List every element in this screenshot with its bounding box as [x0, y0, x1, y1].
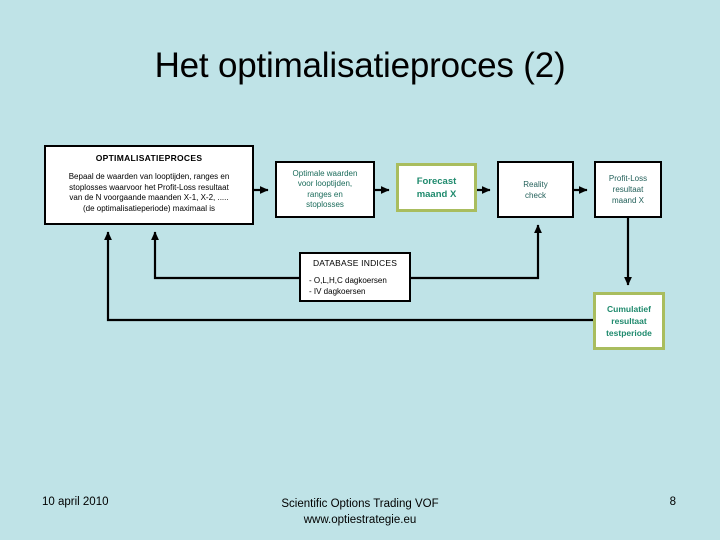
node-cumulatief-line-3: testperiode	[606, 328, 652, 338]
node-profit-loss-line-2: resultaat	[612, 185, 644, 194]
node-database-line-1: - O,L,H,C dagkoersen	[309, 276, 387, 285]
node-optimalisatieproces-line-4: (de optimalisatieperiode) maximaal is	[82, 203, 216, 213]
node-forecast[interactable]: Forecast maand X	[396, 163, 477, 212]
node-optimale-waarden-line-4: stoplosses	[306, 200, 344, 209]
node-database-line-2: - IV dagkoersen	[309, 286, 366, 296]
node-cumulatief-line-2: resultaat	[611, 316, 647, 326]
node-optimalisatieproces-header: OPTIMALISATIEPROCES	[95, 153, 203, 163]
footer-website: www.optiestrategie.eu	[303, 514, 417, 526]
node-optimalisatieproces-body: Bepaal de waarden van looptijden, ranges…	[69, 172, 230, 214]
node-reality-check-line-2: check	[525, 190, 546, 200]
node-forecast-line-1: Forecast	[416, 175, 457, 187]
node-cumulatief-line-1: Cumulatief	[607, 304, 651, 314]
footer-center: Scientific Options Trading VOF www.optie…	[0, 496, 720, 528]
node-database-header: DATABASE INDICES	[312, 258, 398, 268]
node-reality-check[interactable]: Reality check	[497, 161, 574, 218]
node-database-indices[interactable]: DATABASE INDICES - O,L,H,C dagkoersen - …	[299, 252, 411, 302]
node-optimalisatieproces-line-2: stoplosses waarvoor het Profit-Loss resu…	[69, 182, 229, 192]
diagram-connectors	[104, 186, 632, 322]
slide-footer: 10 april 2010 Scientific Options Trading…	[0, 492, 720, 540]
page-title: Het optimalisatieproces (2)	[154, 46, 566, 85]
node-optimalisatieproces-line-1: Bepaal de waarden van looptijden, ranges…	[68, 172, 230, 181]
node-optimale-waarden-line-2: voor looptijden,	[297, 179, 353, 188]
optimisation-process-diagram: OPTIMALISATIEPROCES Bepaal de waarden va…	[44, 145, 665, 350]
node-optimale-waarden-line-3: ranges en	[307, 189, 343, 199]
node-database-body: - O,L,H,C dagkoersen - IV dagkoersen	[301, 276, 387, 297]
node-forecast-line-2: maand X	[416, 188, 457, 200]
node-profit-loss-line-1: Profit-Loss	[608, 174, 648, 183]
node-optimalisatieproces[interactable]: OPTIMALISATIEPROCES Bepaal de waarden va…	[44, 145, 254, 225]
node-cumulatief-resultaat[interactable]: Cumulatief resultaat testperiode	[593, 292, 665, 350]
node-profit-loss-line-3: maand X	[611, 196, 645, 205]
node-optimale-waarden-line-1: Optimale waarden	[292, 168, 358, 178]
arrow-feedback-to-optimalisatieproces	[104, 231, 628, 322]
node-profit-loss-resultaat[interactable]: Profit-Loss resultaat maand X	[594, 161, 662, 218]
footer-date: 10 april 2010	[42, 496, 109, 508]
node-optimale-waarden[interactable]: Optimale waarden voor looptijden, ranges…	[275, 161, 375, 218]
node-optimalisatieproces-line-3: van de N voorgaande maanden X-1, X-2, ..…	[69, 193, 229, 202]
node-reality-check-line-1: Reality	[523, 179, 548, 189]
arrow-database-to-reality-check	[411, 224, 542, 280]
arrow-database-to-optimalisatieproces	[151, 231, 299, 280]
footer-page-number: 8	[669, 496, 676, 508]
footer-organization: Scientific Options Trading VOF	[281, 498, 439, 510]
